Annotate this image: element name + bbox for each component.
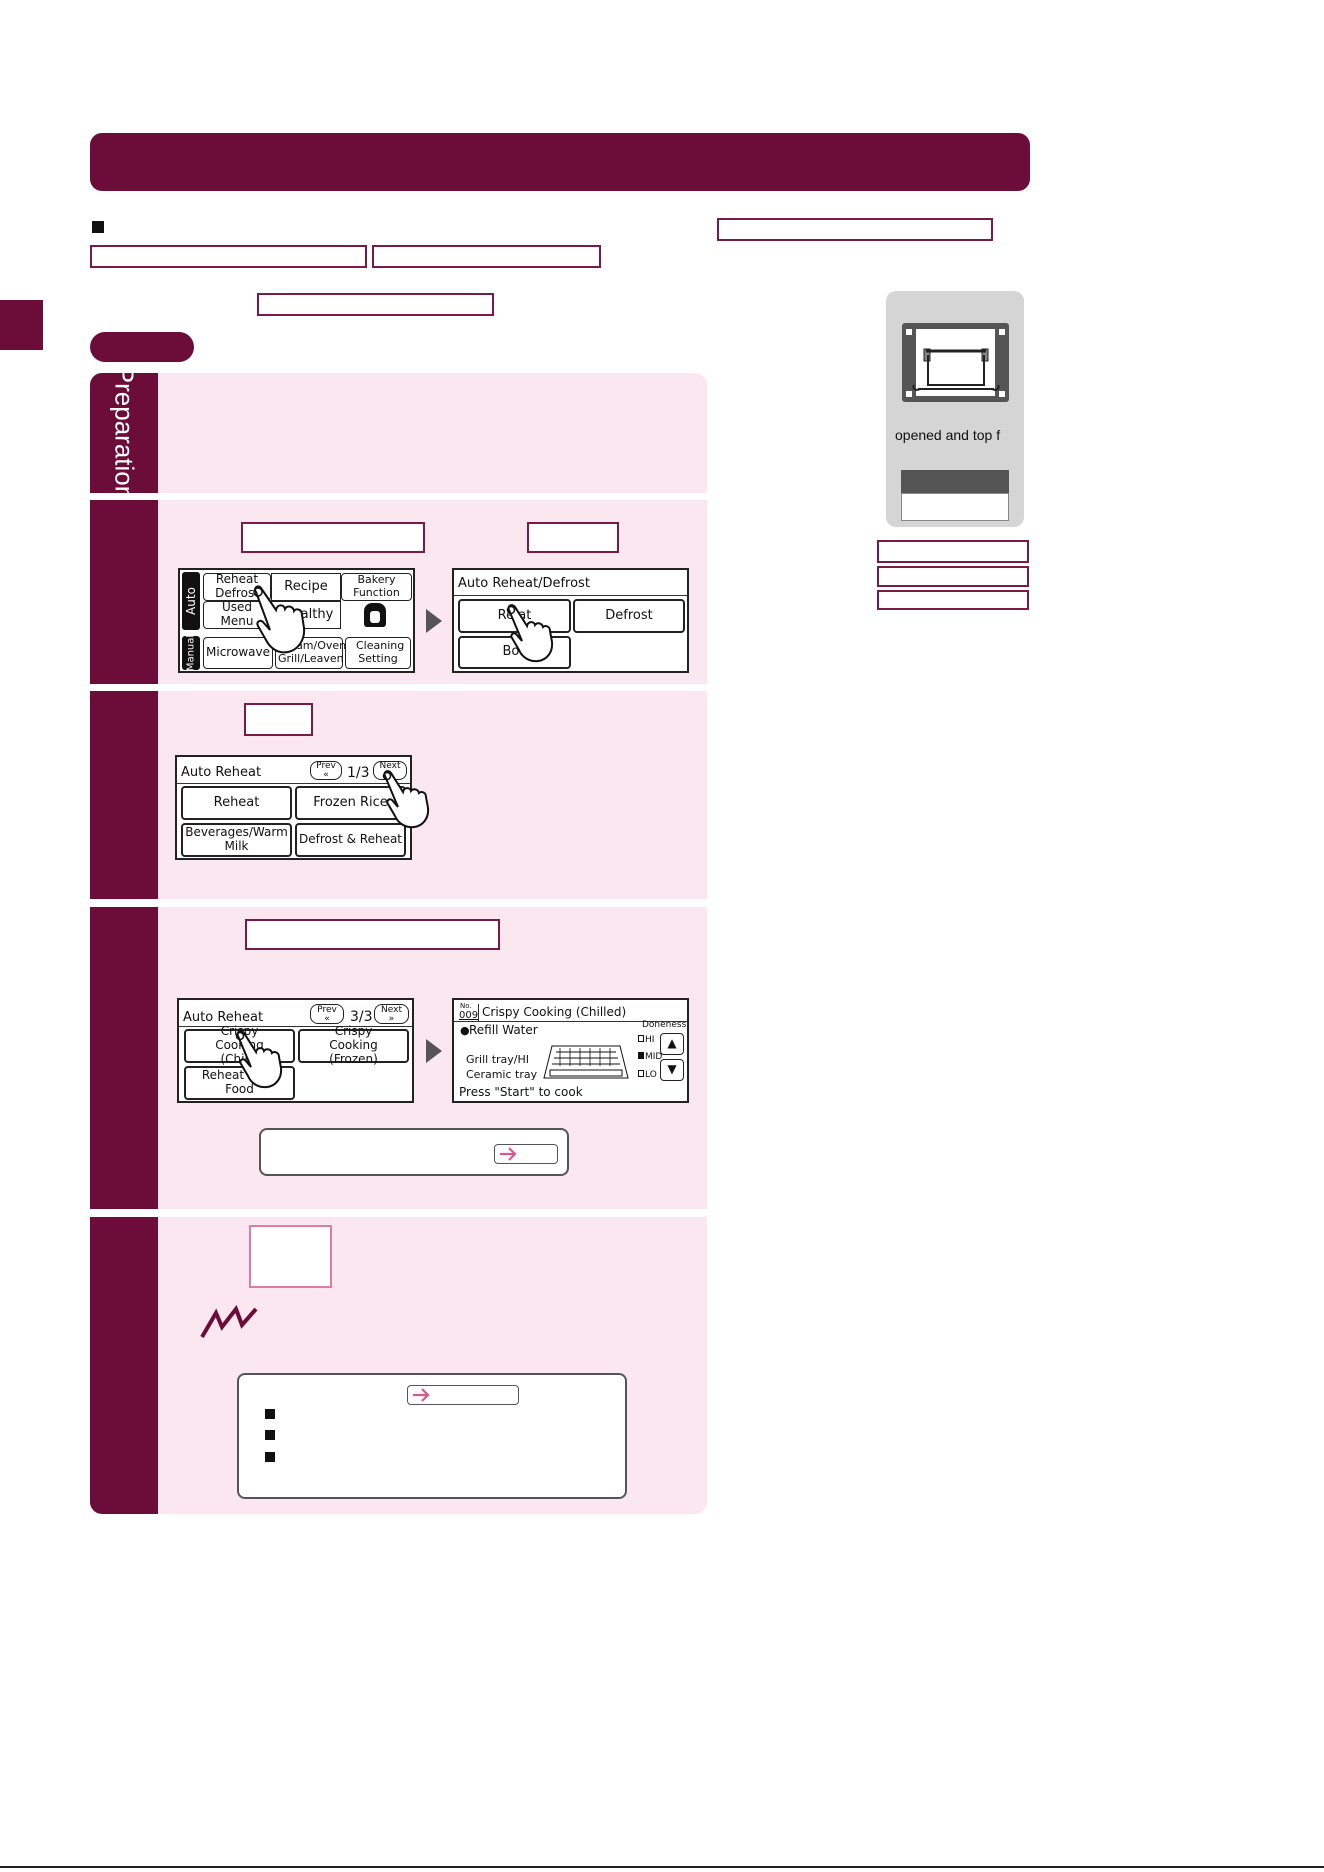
triangle-down-icon: ▼ bbox=[667, 1062, 677, 1077]
doneness-lo: LO bbox=[638, 1070, 657, 1080]
blank-field bbox=[90, 245, 367, 268]
pointing-hand-icon bbox=[382, 770, 430, 829]
pointing-hand-icon bbox=[506, 604, 554, 663]
recipe-button[interactable]: Recipe bbox=[271, 573, 341, 601]
blank-field bbox=[244, 703, 313, 736]
page-reference-tag[interactable] bbox=[494, 1144, 558, 1164]
blank-field bbox=[372, 245, 601, 268]
side-field bbox=[901, 493, 1009, 521]
bread-icon bbox=[364, 603, 386, 627]
doneness-hi: HI bbox=[638, 1035, 654, 1045]
step4-col bbox=[90, 1217, 158, 1514]
blank-field bbox=[257, 293, 494, 316]
sound-beep-icon bbox=[200, 1305, 258, 1339]
side-header-bar bbox=[901, 470, 1009, 493]
section-pill bbox=[90, 332, 194, 362]
blank-field bbox=[717, 218, 993, 241]
header-band bbox=[90, 133, 1030, 191]
defrost-button[interactable]: Defrost bbox=[573, 599, 685, 633]
prev-button[interactable]: Prev« bbox=[310, 1004, 344, 1024]
screen-header: Auto Reheat bbox=[181, 765, 262, 780]
program-title: Crispy Cooking (Chilled) bbox=[482, 1005, 627, 1019]
next-button[interactable]: Next» bbox=[374, 1004, 409, 1024]
press-start-text: Press "Start" to cook bbox=[459, 1085, 583, 1099]
pointing-hand-icon bbox=[235, 1030, 283, 1089]
beverages-item[interactable]: Beverages/Warm Milk bbox=[181, 823, 292, 857]
bakery-function-button[interactable]: Bakery Function bbox=[341, 573, 412, 601]
doneness-mid: MID bbox=[638, 1052, 662, 1062]
reheat-item[interactable]: Reheat bbox=[181, 786, 292, 820]
page-indicator: 3/3 bbox=[350, 1009, 373, 1025]
doneness-down-button[interactable]: ▼ bbox=[660, 1059, 684, 1081]
arrow-right-icon bbox=[500, 1147, 517, 1161]
page-reference-tag[interactable] bbox=[407, 1385, 519, 1405]
screen-header: Auto Reheat/Defrost bbox=[458, 576, 590, 591]
cleaning-setting-button[interactable]: Cleaning Setting bbox=[345, 637, 411, 669]
oven-illustration bbox=[902, 323, 1009, 402]
oven-tray-icon bbox=[543, 1045, 629, 1079]
oven-rack-icon bbox=[906, 329, 1005, 397]
preparation-panel bbox=[90, 373, 707, 493]
doneness-label: Doneness bbox=[642, 1020, 687, 1030]
arrow-right-icon bbox=[413, 1388, 430, 1402]
blank-field bbox=[877, 590, 1029, 610]
step3-col bbox=[90, 907, 158, 1209]
program-no-label: No. bbox=[460, 1002, 472, 1010]
start-key-box[interactable] bbox=[249, 1225, 332, 1288]
footer-rule bbox=[0, 1866, 1324, 1868]
auto-strip: Auto bbox=[182, 572, 200, 630]
bullet-square bbox=[265, 1430, 275, 1440]
page-indicator: 1/3 bbox=[347, 765, 370, 781]
triangle-up-icon: ▲ bbox=[667, 1036, 677, 1051]
blank-field bbox=[877, 540, 1029, 563]
pointing-hand-icon bbox=[253, 585, 306, 654]
refill-water-text: Refill Water bbox=[469, 1023, 538, 1037]
blank-field bbox=[877, 566, 1029, 587]
side-caption: opened and top f bbox=[895, 427, 1001, 443]
auto-reheat-page3-screen: Auto Reheat Prev« 3/3 Next» Crispy Cooki… bbox=[177, 998, 414, 1103]
reheat-defrost-screen: Auto Reheat/Defrost Re at Defrost Boil bbox=[452, 568, 689, 673]
crispy-frozen-item[interactable]: Crispy Cooking (Frozen) bbox=[298, 1024, 409, 1066]
screen-header: Auto Reheat bbox=[183, 1010, 264, 1025]
bullet-square bbox=[265, 1409, 275, 1419]
preparation-label-col: Preparation bbox=[90, 366, 158, 500]
blank-field bbox=[241, 522, 425, 553]
chapter-tab bbox=[0, 300, 43, 350]
ceramic-tray-text: Ceramic tray bbox=[466, 1068, 538, 1081]
microwave-button[interactable]: Microwave bbox=[203, 637, 273, 669]
step1-col bbox=[90, 500, 158, 684]
prev-button[interactable]: Prev« bbox=[310, 761, 342, 780]
crispy-cooking-detail-screen: No. 009 Crispy Cooking (Chilled) ● Refil… bbox=[452, 998, 689, 1103]
preparation-label: Preparation bbox=[109, 365, 140, 501]
next-step-arrow-icon bbox=[426, 1039, 442, 1063]
manual-strip: Manual bbox=[182, 635, 200, 671]
blank-field bbox=[245, 919, 500, 950]
doneness-up-button[interactable]: ▲ bbox=[660, 1033, 684, 1055]
blank-field bbox=[527, 522, 619, 553]
program-no-value: 009 bbox=[459, 1010, 479, 1021]
defrost-reheat-item[interactable]: Defrost & Reheat bbox=[295, 823, 406, 857]
next-step-arrow-icon bbox=[426, 609, 442, 633]
auto-reheat-page1-screen: Auto Reheat Prev« 1/3 Next» Reheat Froze… bbox=[175, 755, 412, 860]
water-drop-icon: ● bbox=[460, 1024, 470, 1037]
step2-col bbox=[90, 691, 158, 899]
bullet-square bbox=[92, 221, 104, 233]
grill-tray-text: Grill tray/HI bbox=[466, 1053, 530, 1066]
bullet-square bbox=[265, 1452, 275, 1462]
